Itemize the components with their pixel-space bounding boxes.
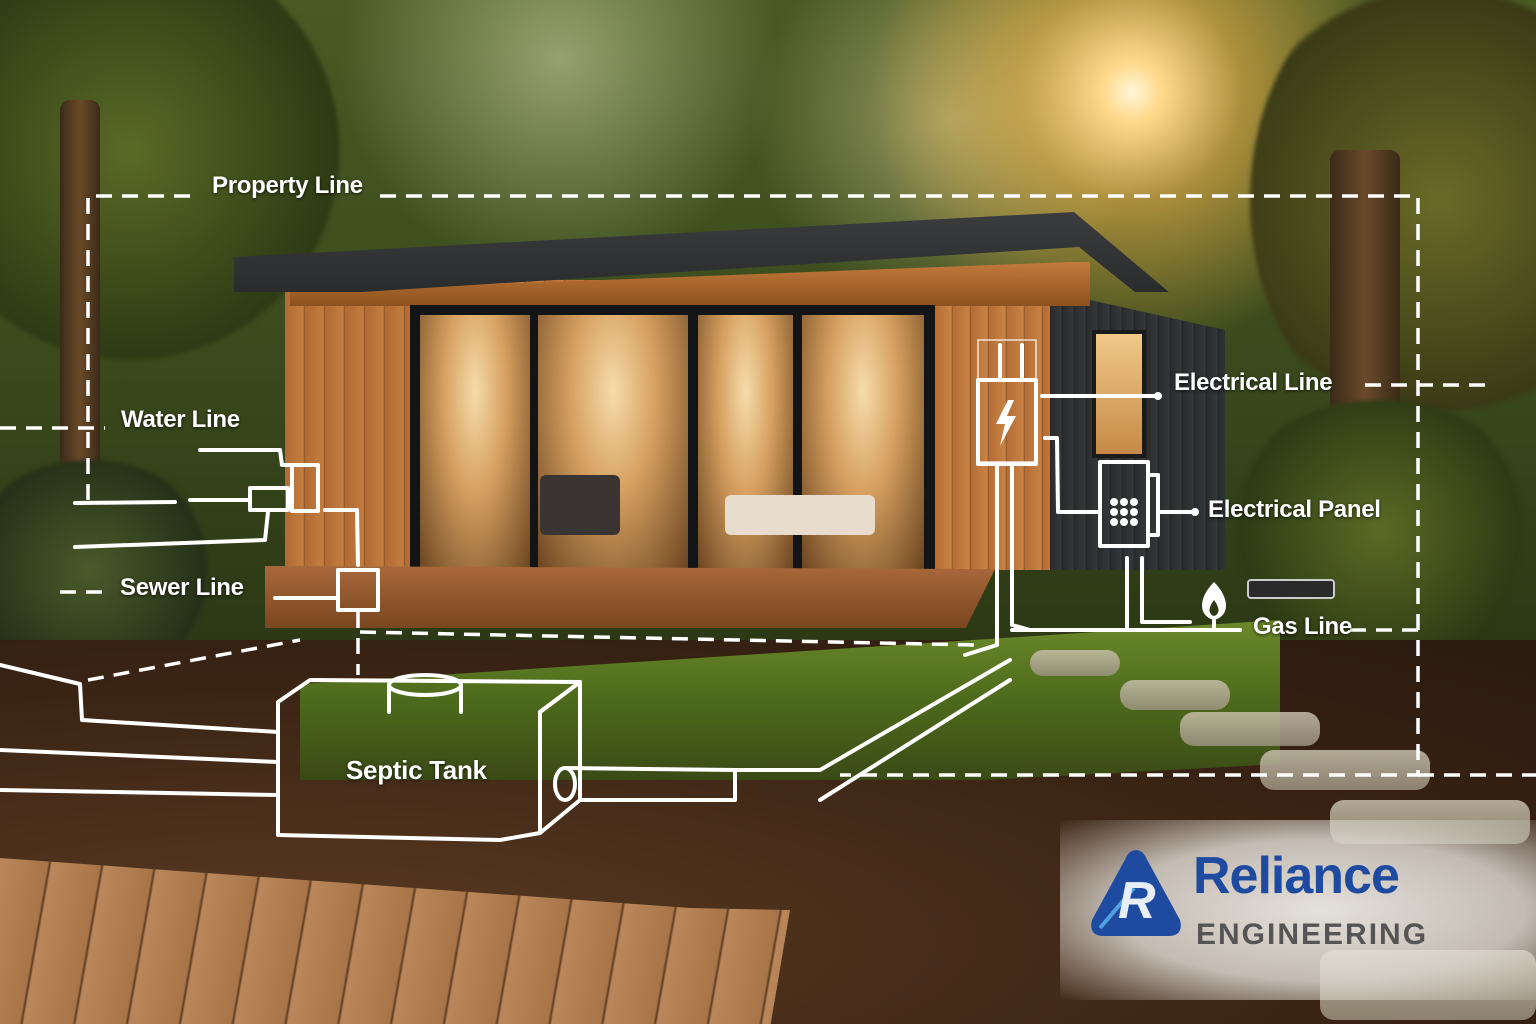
svg-text:R: R bbox=[1118, 872, 1156, 930]
connector-dot bbox=[1191, 508, 1199, 516]
panel-side bbox=[1146, 473, 1160, 537]
property-line-label: Property Line bbox=[212, 172, 363, 199]
flame-icon bbox=[1202, 582, 1226, 620]
water-valve bbox=[290, 463, 320, 513]
brand-name: Reliance bbox=[1193, 847, 1400, 905]
electric-meter-box bbox=[976, 378, 1038, 466]
sofa bbox=[540, 475, 620, 535]
electrical-line-label: Electrical Line bbox=[1174, 369, 1333, 396]
brand-subtitle: ENGINEERING bbox=[1196, 918, 1429, 951]
sewer-cleanout bbox=[336, 568, 380, 612]
electrical-panel-box bbox=[1098, 460, 1150, 548]
house-boundary-dash bbox=[87, 630, 976, 682]
glass-pane bbox=[420, 315, 530, 570]
gas-meter bbox=[1247, 579, 1335, 599]
meter-conduit bbox=[963, 462, 1032, 657]
stepping-stone bbox=[1030, 650, 1120, 676]
septic-tank-label: Septic Tank bbox=[346, 755, 487, 785]
property-line-boundary bbox=[86, 194, 1420, 777]
water-to-sewer-pipe bbox=[323, 508, 360, 567]
water-line-pipe bbox=[73, 498, 252, 505]
septic-tank-outline bbox=[276, 678, 582, 842]
pipe-opening bbox=[553, 766, 577, 802]
gas-line-label: Gas Line bbox=[1253, 613, 1352, 640]
water-supply-pipe bbox=[198, 448, 294, 467]
electrical-panel-label: Electrical Panel bbox=[1208, 496, 1381, 523]
sofa-white bbox=[725, 495, 875, 535]
panel-conduits bbox=[1125, 556, 1192, 630]
septic-riser bbox=[387, 683, 463, 714]
drain-field-pipes bbox=[0, 663, 280, 797]
stepping-stone bbox=[1120, 680, 1230, 710]
septic-tank-lid bbox=[387, 673, 463, 697]
meter-mount-frame bbox=[977, 339, 1037, 463]
shrubs-right bbox=[1220, 400, 1536, 660]
breaker-grid-icon bbox=[1110, 498, 1138, 526]
connector-dot bbox=[1154, 392, 1162, 400]
tree-trunk-left bbox=[60, 100, 100, 480]
service-drop bbox=[998, 343, 1024, 382]
house-deck bbox=[265, 566, 995, 628]
outlet-pipe bbox=[563, 658, 1012, 802]
house-corner-cladding bbox=[935, 278, 1050, 570]
water-return-pipe bbox=[73, 510, 270, 549]
septic-tank-side bbox=[538, 680, 582, 835]
water-meter bbox=[248, 486, 290, 512]
reliance-logo-mark-icon: R bbox=[1091, 850, 1181, 936]
stepping-stone bbox=[1180, 712, 1320, 746]
sewer-line-label: Sewer Line bbox=[120, 574, 244, 601]
meter-to-panel-wire bbox=[1043, 436, 1102, 514]
water-line-label: Water Line bbox=[121, 406, 240, 433]
stepping-stone bbox=[1260, 750, 1430, 790]
lightning-bolt-icon bbox=[996, 400, 1016, 446]
sliding-glass-doors bbox=[410, 305, 935, 580]
